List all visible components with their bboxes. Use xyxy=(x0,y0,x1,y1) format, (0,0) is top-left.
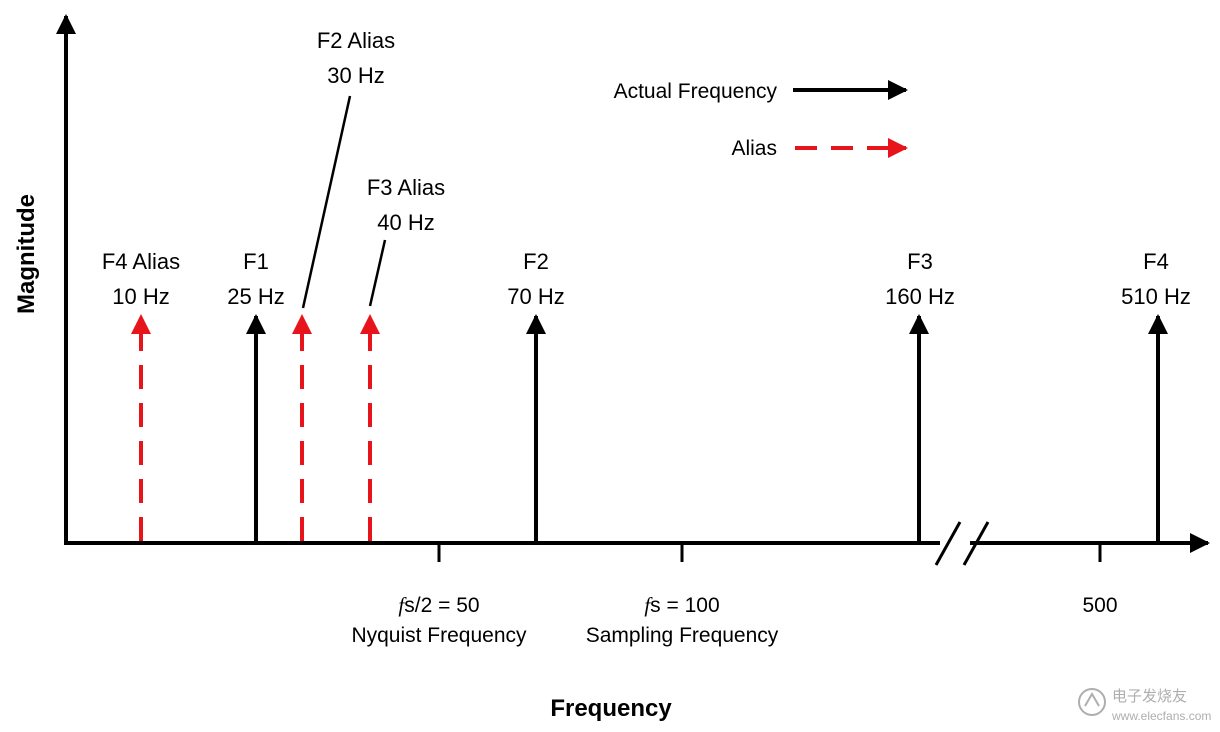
f2-freq: 70 Hz xyxy=(507,284,564,309)
sampling-tick-label: fs = 100 xyxy=(644,593,719,617)
f4-freq: 510 Hz xyxy=(1121,284,1191,309)
nyquist-tick-label: fs/2 = 50 xyxy=(398,593,479,617)
watermark-url: www.elecfans.com xyxy=(1111,709,1211,723)
f2-alias-freq: 30 Hz xyxy=(327,63,384,88)
f1-name: F1 xyxy=(243,249,269,274)
f3-alias-leader xyxy=(368,239,387,307)
tick-500-label: 500 xyxy=(1082,594,1117,617)
f2-alias-leader xyxy=(301,95,352,309)
watermark-logo-icon xyxy=(1078,688,1106,716)
f3-freq: 160 Hz xyxy=(885,284,955,309)
legend-alias-label: Alias xyxy=(731,137,777,160)
f3-alias-freq: 40 Hz xyxy=(377,210,434,235)
axis-break-mark xyxy=(962,521,990,566)
watermark: 电子发烧友 www.elecfans.com xyxy=(1078,688,1211,723)
f2-alias-name: F2 Alias xyxy=(317,28,395,53)
y-axis-title: Magnitude xyxy=(13,194,40,314)
f3-alias-name: F3 Alias xyxy=(367,175,445,200)
sampling-caption: Sampling Frequency xyxy=(586,624,779,647)
x-axis-title: Frequency xyxy=(550,695,672,722)
axis-break-mark xyxy=(934,521,962,566)
f1-freq: 25 Hz xyxy=(227,284,284,309)
legend-actual-label: Actual Frequency xyxy=(614,80,778,103)
watermark-cn: 电子发烧友 xyxy=(1112,688,1187,705)
f3-name: F3 xyxy=(907,249,933,274)
f4-alias-freq: 10 Hz xyxy=(112,284,169,309)
f2-name: F2 xyxy=(523,249,549,274)
f4-alias-name: F4 Alias xyxy=(102,249,180,274)
watermark-logo-mark xyxy=(1084,692,1100,707)
f4-name: F4 xyxy=(1143,249,1169,274)
nyquist-caption: Nyquist Frequency xyxy=(351,624,527,647)
